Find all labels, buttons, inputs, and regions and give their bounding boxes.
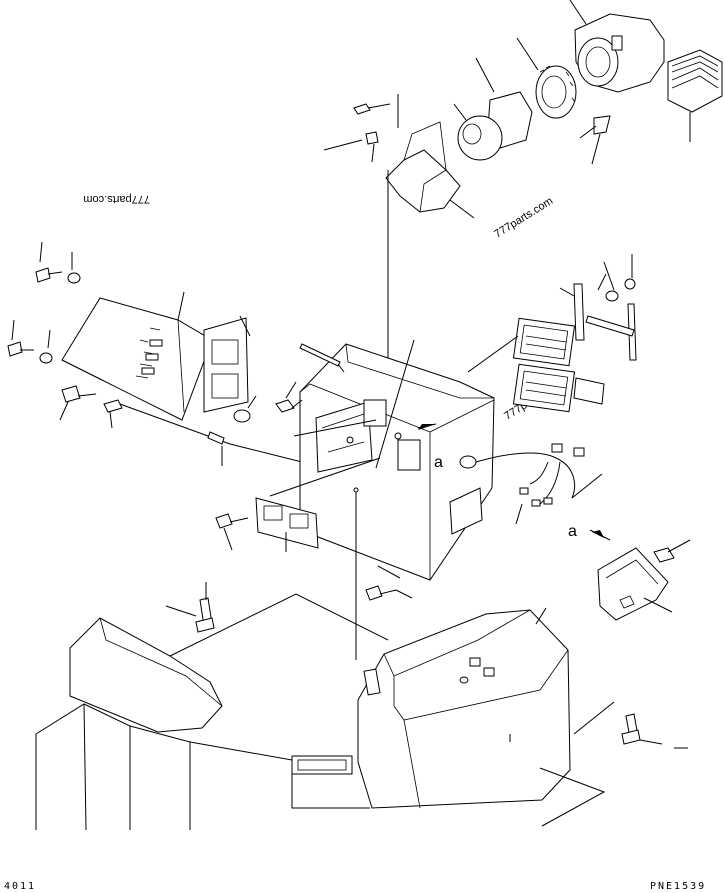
cab-lower-structure bbox=[35, 593, 615, 831]
corner-mark: 4011 bbox=[4, 881, 36, 892]
cover-panel-group bbox=[7, 241, 319, 467]
watermark-left: 777parts.com bbox=[83, 193, 150, 205]
louvre-group bbox=[467, 254, 637, 413]
view-a-detail: a bbox=[568, 523, 691, 621]
wire-harness bbox=[459, 443, 603, 525]
drawing-code: PNE1539 bbox=[650, 881, 706, 892]
bottom-fasteners bbox=[165, 582, 688, 749]
watermark-top-right: 777parts.com bbox=[492, 195, 555, 240]
view-label-a-detail: a bbox=[568, 523, 577, 540]
heater-box: a bbox=[215, 339, 495, 660]
blower-assembly bbox=[323, 0, 723, 219]
view-label-a-box: a bbox=[434, 454, 443, 471]
